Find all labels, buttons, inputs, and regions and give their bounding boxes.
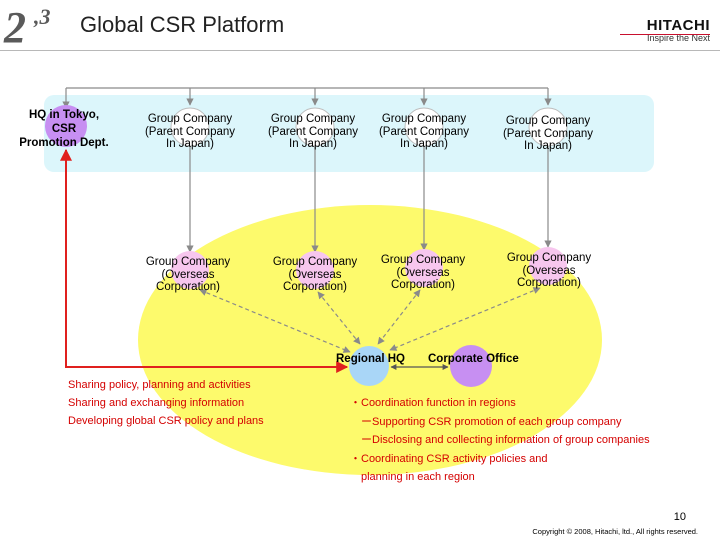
label-line: (Parent Company [378, 125, 470, 138]
regional-role-item: ーSupporting CSR promotion of each group … [350, 415, 622, 428]
overseas-company-label: Group Company (Overseas Corporation) [489, 252, 609, 290]
label-line: (Overseas [522, 264, 576, 277]
hq-label-line: HQ in Tokyo, [28, 109, 100, 121]
overseas-company-label: Group Company (Overseas Corporation) [363, 254, 483, 292]
label-line: (Parent Company [144, 125, 236, 138]
section-number: 2 [4, 3, 26, 52]
label-line: In Japan) [400, 138, 448, 150]
regional-role-item: ーDisclosing and collecting information o… [350, 434, 650, 446]
overseas-company-label: Group Company (Overseas Corporation) [128, 256, 248, 294]
regional-role-item: planning in each region [350, 471, 475, 483]
label-line: In Japan) [166, 138, 214, 150]
hq-regional-red-link [60, 148, 349, 373]
label-line: Corporation) [391, 279, 455, 291]
section-subnumber: ,3 [34, 4, 51, 29]
parent-company-label: Group Company (Parent Company In Japan) [488, 115, 608, 153]
regional-role-item: ・Coordinating CSR activity policies and [350, 452, 548, 465]
label-line: (Overseas [396, 266, 450, 279]
copyright-notice: Copyright © 2008, Hitachi, ltd., All rig… [532, 527, 698, 536]
page-title: Global CSR Platform [80, 12, 285, 37]
label-line: In Japan) [289, 138, 337, 150]
overseas-regional-dashed-arrow [377, 289, 421, 345]
regional-roles-list: ・Coordination function in regions ーSuppo… [350, 394, 650, 487]
label-line: (Parent Company [502, 127, 594, 140]
hq-label-line: Promotion Dept. [19, 137, 109, 149]
title-divider [0, 50, 720, 51]
page-number: 10 [673, 511, 686, 523]
label-line: Group Company [272, 256, 358, 268]
regional-hq-label: Regional HQ [336, 353, 406, 365]
overseas-company-circle [405, 249, 443, 287]
label-line: Group Company [145, 256, 231, 268]
hq-role-item: Developing global CSR policy and plans [68, 415, 264, 427]
hq-roles-list: Sharing policy, planning and activities … [68, 376, 264, 430]
label-line: (Parent Company [267, 125, 359, 138]
label-line: Group Company [505, 115, 591, 127]
label-line: Corporation) [283, 281, 347, 293]
regional-role-item: ・Coordination function in regions [350, 397, 516, 409]
hq-circle [45, 105, 87, 147]
hitachi-logo: HITACHI Inspire the Next [620, 18, 710, 44]
hq-label: HQ in Tokyo, CSR Promotion Dept. [8, 108, 120, 150]
regional-hq-circle [349, 346, 389, 386]
overseas-company-label: Group Company (Overseas Corporation) [255, 256, 375, 294]
label-line: (Overseas [288, 268, 342, 281]
hq-role-item: Sharing policy, planning and activities [68, 379, 251, 391]
parent-company-label: Group Company (Parent Company In Japan) [130, 113, 250, 151]
label-line: In Japan) [524, 140, 572, 152]
label-line: Group Company [506, 252, 592, 264]
label-line: Group Company [380, 254, 466, 266]
overseas-company-circle [529, 247, 567, 285]
corporate-office-label: Corporate Office [428, 353, 519, 365]
label-line: Group Company [147, 113, 233, 125]
logo-wordmark: HITACHI [646, 17, 710, 34]
parent-company-label: Group Company (Parent Company In Japan) [364, 113, 484, 151]
label-line: Corporation) [517, 277, 581, 289]
label-line: Corporation) [156, 281, 220, 293]
label-line: Group Company [381, 113, 467, 125]
logo-underline [620, 34, 710, 35]
label-line: (Overseas [161, 268, 215, 281]
corporate-office-circle [450, 345, 492, 387]
hq-role-item: Sharing and exchanging information [68, 397, 245, 409]
label-line: Group Company [270, 113, 356, 125]
hq-label-line: CSR [51, 123, 77, 135]
logo-tagline: Inspire the Next [646, 33, 710, 43]
parent-company-label: Group Company (Parent Company In Japan) [253, 113, 373, 151]
overseas-regional-dashed-arrow [389, 287, 541, 351]
